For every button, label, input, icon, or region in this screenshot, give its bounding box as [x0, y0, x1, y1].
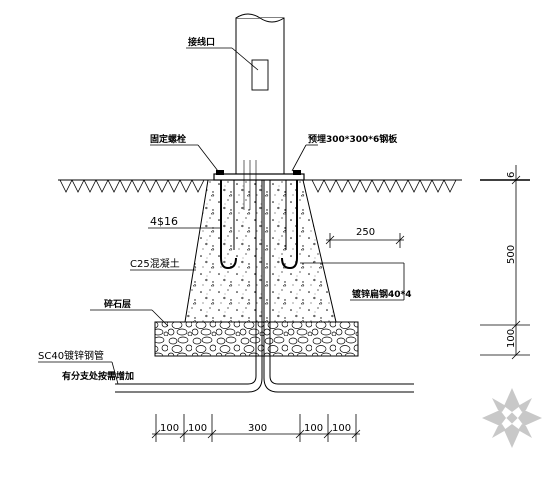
leader-lines	[38, 47, 405, 385]
label-concrete: C25混凝土	[130, 257, 180, 270]
dim-plate-thickness: 6	[506, 172, 517, 178]
diamond-flower-watermark-icon	[482, 388, 542, 448]
dim-bottom-5: 100	[332, 423, 351, 434]
label-flat-steel: 镀锌扁钢40*4	[352, 288, 412, 300]
dim-gravel-thickness: 100	[506, 329, 517, 348]
concrete-foundation	[184, 179, 337, 323]
annotations: 接线口 固定螺栓 预埋300*300*6钢板 4$16 C25混凝土 镀锌扁钢4…	[38, 36, 412, 382]
label-anchor-bolt: 固定螺栓	[150, 133, 186, 145]
conduits	[115, 180, 414, 393]
dimension-depth-chain: 6 500 100	[480, 165, 530, 360]
dimension-rebar-spacing: 250	[325, 227, 405, 248]
dim-rebar-spacing-value: 250	[356, 227, 375, 238]
label-access-port: 接线口	[188, 36, 215, 48]
embedded-steel-plate	[213, 170, 305, 181]
label-embedded-plate: 预埋300*300*6钢板	[308, 133, 398, 145]
pole	[235, 13, 285, 181]
label-conduit-note: 有分支处按需增加	[62, 370, 134, 382]
dim-depth-total: 500	[506, 245, 517, 264]
dim-bottom-3: 300	[248, 423, 267, 434]
dim-bottom-1: 100	[160, 423, 179, 434]
label-gravel-layer: 碎石层	[104, 298, 131, 310]
dim-bottom-2: 100	[188, 423, 207, 434]
label-rebar: 4$16	[150, 215, 178, 228]
dimension-bottom-chain: 100 100 300 100 100	[151, 414, 361, 442]
label-conduit: SC40镀锌钢管	[38, 349, 104, 362]
dim-bottom-4: 100	[304, 423, 323, 434]
access-port-box	[251, 59, 269, 91]
